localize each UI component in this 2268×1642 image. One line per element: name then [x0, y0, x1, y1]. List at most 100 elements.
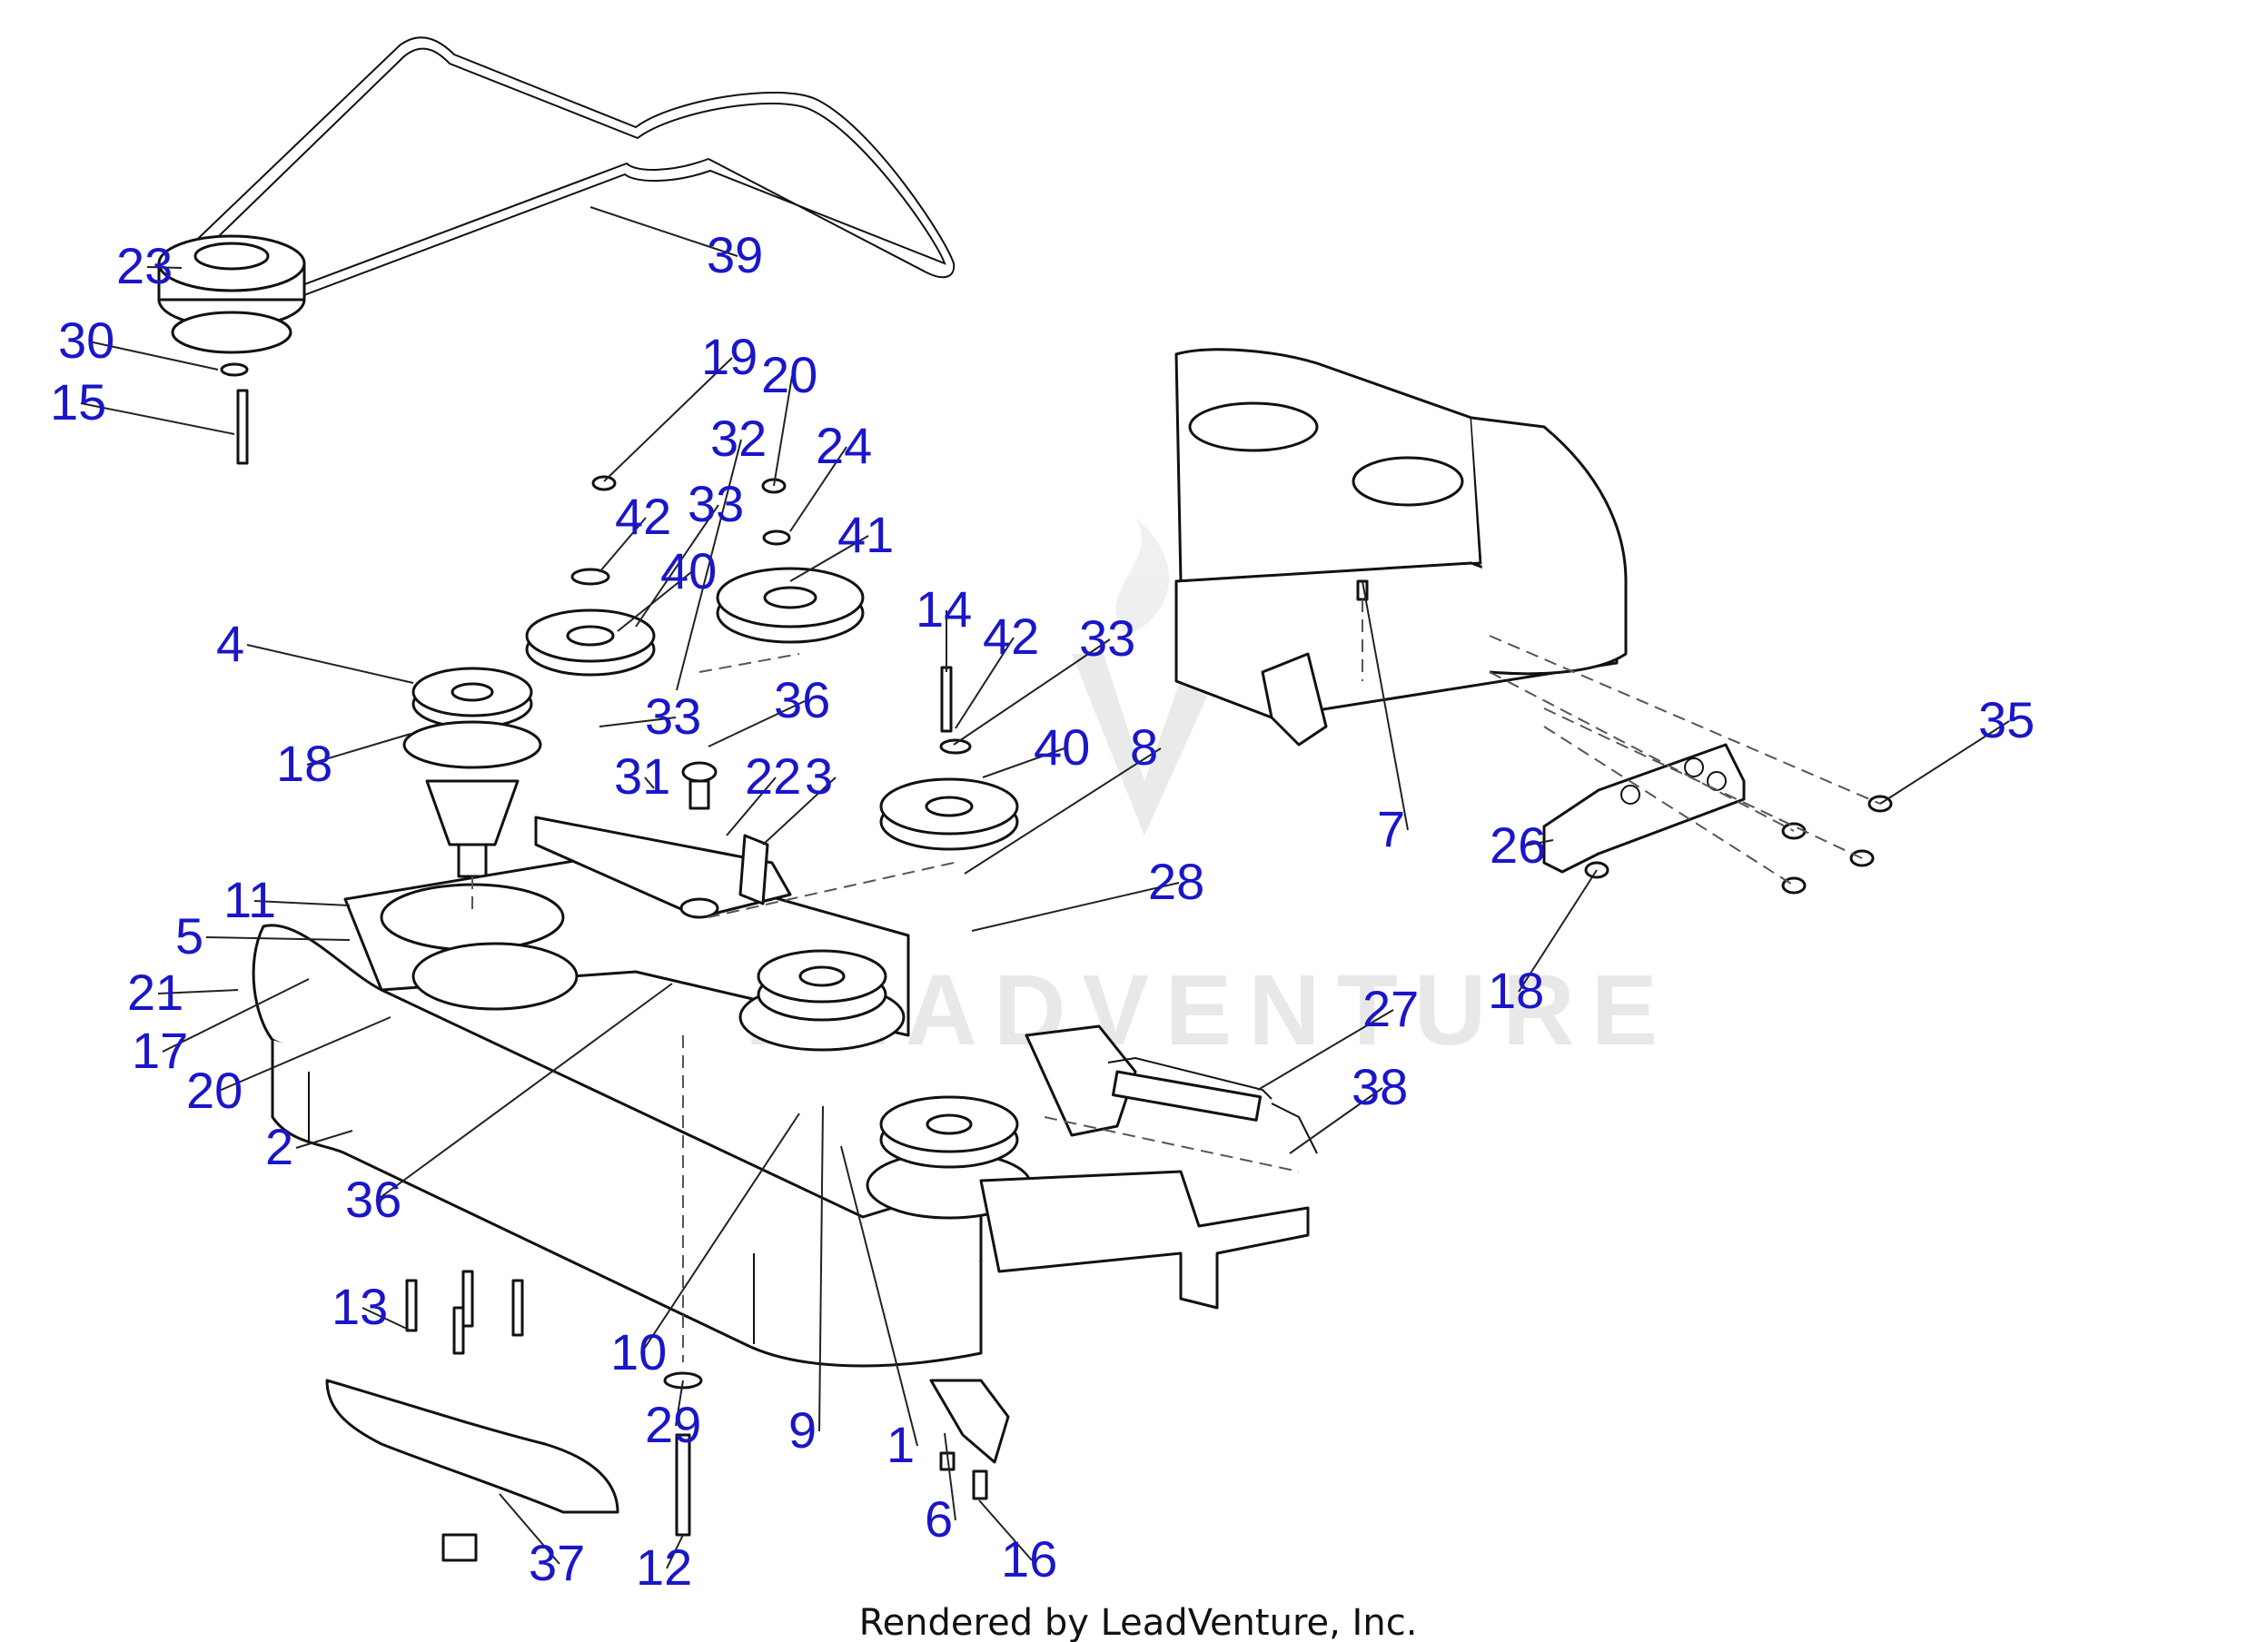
callout-label: 27 — [1362, 980, 1419, 1037]
callout-label: 12 — [636, 1538, 692, 1596]
callout-leader-line — [1257, 1009, 1394, 1091]
callout-leader-line — [162, 978, 310, 1053]
callout-label: 21 — [127, 964, 183, 1021]
callout-leader-line — [1362, 580, 1409, 831]
callout-label: 24 — [816, 417, 872, 474]
callout-label: 36 — [774, 671, 830, 728]
callout-leader-line — [375, 983, 673, 1202]
callout-leader-line — [157, 989, 239, 994]
callout-label: 35 — [1978, 691, 2035, 748]
callout-label: 33 — [688, 475, 744, 532]
callout-leader-line — [603, 357, 733, 482]
callout-label: 5 — [175, 907, 203, 964]
callout-leader-line — [306, 733, 411, 766]
callout-leader-line — [1518, 869, 1598, 993]
callout-label: 42 — [983, 608, 1039, 665]
callout-leader-line — [762, 776, 837, 846]
spindle-bolt — [663, 1371, 703, 1537]
inset-hanger-bracket — [1542, 743, 1746, 874]
callout-leader-line — [361, 1307, 411, 1331]
callout-leader-line — [146, 266, 183, 269]
idler-arm — [534, 761, 792, 919]
callout-leader-line — [789, 535, 869, 582]
idler-pulley-right — [879, 666, 1019, 851]
callout-leader-line — [978, 1499, 1033, 1561]
callout-label: 20 — [761, 346, 817, 403]
callout-label: 33 — [645, 687, 701, 745]
callout-label: 18 — [1488, 962, 1544, 1019]
blade-bolts — [405, 1270, 524, 1355]
callout-label: 13 — [332, 1278, 388, 1335]
alignment-lines — [471, 599, 1881, 1362]
callout-leader-line — [205, 936, 351, 941]
callout-label: 14 — [916, 580, 972, 638]
callout-leader-line — [955, 637, 1015, 729]
drive-belt — [181, 36, 956, 310]
callout-leader-line — [617, 571, 692, 632]
callout-leader-line — [640, 1113, 800, 1354]
callout-label: 2 — [265, 1118, 293, 1175]
callout-label: 23 — [116, 237, 173, 294]
callout-label: 36 — [345, 1171, 401, 1228]
callout-label: 33 — [1079, 609, 1135, 667]
callout-leader-line — [726, 776, 777, 836]
tension-spring — [1107, 1056, 1318, 1154]
callout-leader-line — [599, 717, 677, 727]
callout-label: 30 — [58, 312, 114, 369]
callout-leader-line — [964, 747, 1162, 875]
callout-leader-line — [971, 882, 1180, 932]
callout-leader-line — [666, 1534, 684, 1569]
callout-leader-line — [840, 1145, 918, 1447]
idler-pulley-upper-left — [525, 475, 656, 677]
spindle-left — [402, 667, 542, 878]
callout-label: 8 — [1130, 718, 1158, 776]
baffle — [929, 1379, 1010, 1500]
callout-label: 16 — [1001, 1530, 1057, 1588]
callout-label: 1 — [886, 1416, 915, 1473]
callout-leader-line — [675, 1380, 684, 1427]
callout-leader-line — [644, 776, 655, 789]
callout-label: 40 — [1034, 718, 1090, 776]
callout-label: 18 — [276, 735, 332, 792]
callout-label: 15 — [50, 373, 106, 430]
callout-leader-line — [953, 638, 1111, 746]
callout-leader-line — [1520, 839, 1554, 847]
callout-leader-line — [295, 1130, 353, 1149]
electric-clutch — [157, 234, 306, 465]
callout-label: 10 — [610, 1323, 667, 1380]
callout-leader-line — [1879, 720, 2010, 805]
callout-label: 20 — [186, 1062, 243, 1119]
callout-label: 11 — [223, 871, 276, 928]
callout-leader-line — [944, 1432, 956, 1521]
deck-hanger-bracket-right — [979, 1024, 1310, 1310]
callout-label: 29 — [645, 1396, 701, 1453]
callout-label: 7 — [1377, 800, 1405, 857]
callout-leader-line — [982, 747, 1065, 778]
callout-label: 26 — [1490, 816, 1546, 874]
callout-leader-line — [246, 644, 414, 684]
callout-label: 32 — [710, 410, 767, 467]
blade — [325, 1379, 619, 1562]
callout-label: 31 — [614, 747, 670, 805]
spindle-center — [738, 949, 906, 1052]
callout-leader-line — [589, 206, 738, 257]
callout-leader-line — [88, 341, 219, 371]
callout-leader-line — [708, 700, 806, 747]
callout-leader-line — [253, 900, 351, 906]
callout-label: 28 — [1148, 853, 1204, 910]
render-credit: Rendered by LeadVenture, Inc. — [859, 1602, 1418, 1642]
callout-label: 22 — [745, 747, 801, 805]
callout-label: 3 — [805, 747, 833, 805]
callout-label: 42 — [615, 488, 671, 545]
callout-leader-line — [789, 446, 847, 532]
callout-leader-line — [80, 402, 235, 435]
callout-label: 40 — [660, 542, 717, 599]
callout-leader-line — [499, 1493, 560, 1565]
callout-leader-line — [216, 1016, 391, 1093]
callout-label: 4 — [216, 615, 244, 672]
callout-leader-line — [818, 1105, 824, 1432]
callout-label: 9 — [788, 1401, 817, 1459]
callout-leader-line — [676, 439, 742, 691]
